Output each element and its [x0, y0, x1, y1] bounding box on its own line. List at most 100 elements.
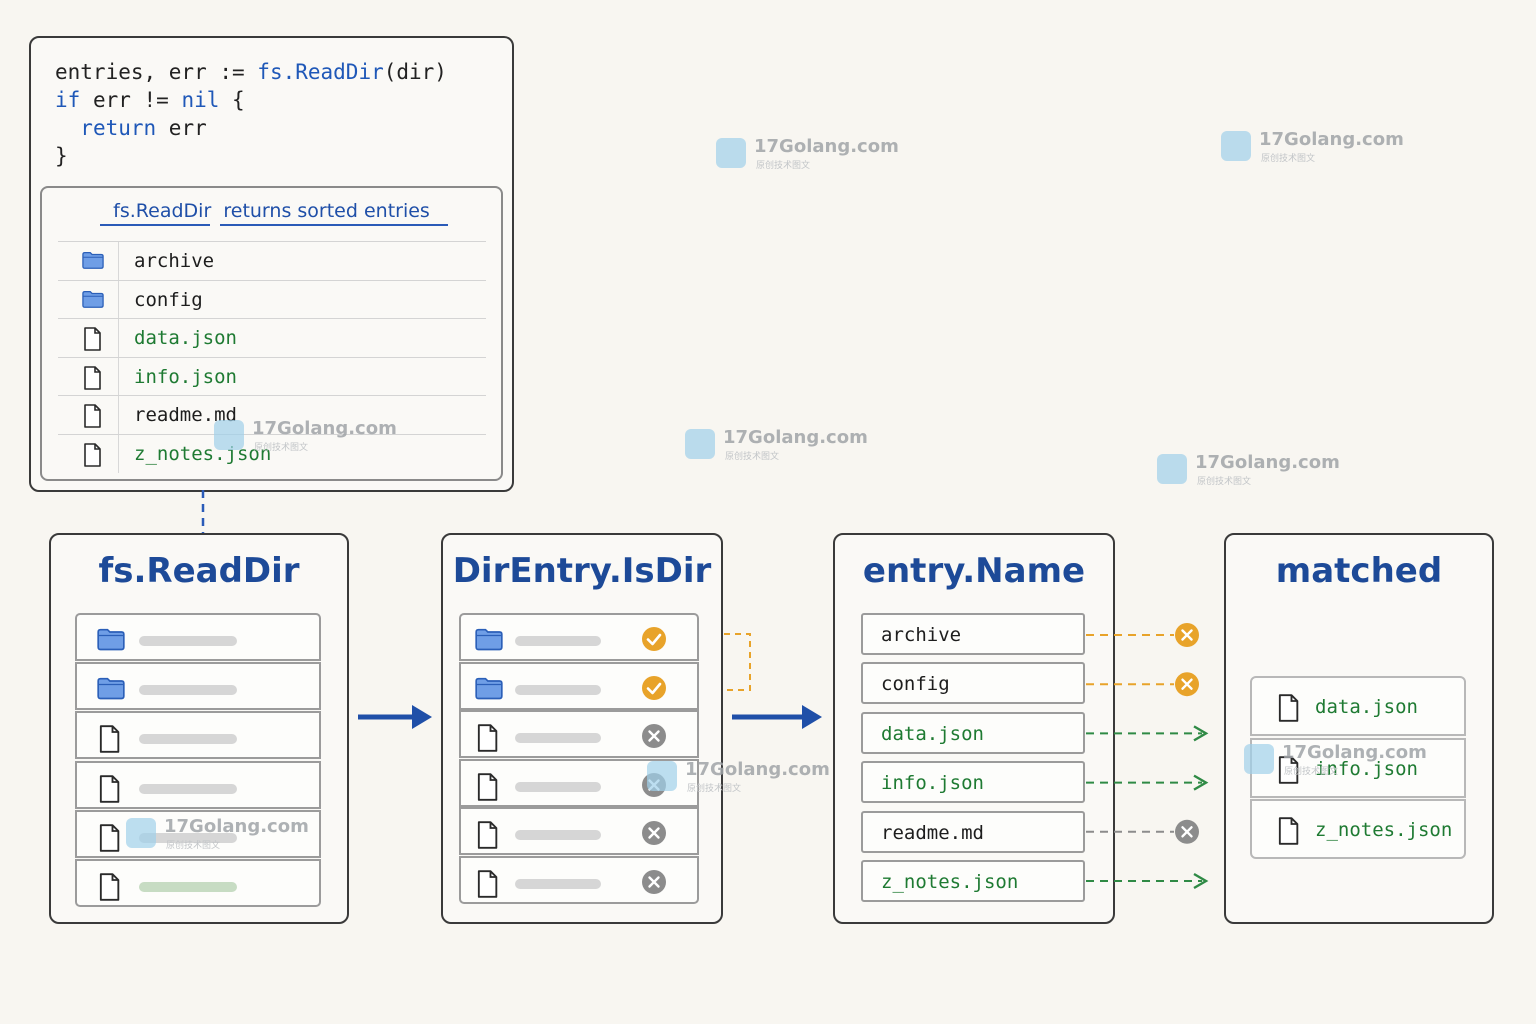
code-token: } — [55, 144, 68, 168]
code-token: nil — [181, 88, 220, 112]
watermark-text: 17Golang.com — [754, 136, 899, 157]
code-token: (dir) — [383, 60, 447, 84]
file-icon — [97, 873, 125, 901]
name-cell: info.json — [861, 761, 1085, 804]
panel-title: DirEntry.IsDir — [452, 551, 712, 591]
list-item-name: config — [134, 288, 203, 311]
file-icon — [97, 725, 125, 754]
placeholder-bar — [139, 882, 237, 892]
watermark-logo-icon — [214, 420, 244, 450]
panel-title: fs.ReadDir — [98, 551, 300, 591]
placeholder-bar — [515, 733, 601, 744]
entry-cell — [459, 856, 699, 904]
folder-icon — [475, 627, 503, 651]
list-item-name: archive — [134, 250, 215, 272]
list-item-name: readme.md — [134, 404, 237, 427]
file-icon — [1276, 817, 1300, 845]
name-cell: z_notes.json — [861, 860, 1085, 902]
entry-cell — [459, 710, 699, 759]
placeholder-bar — [139, 783, 237, 794]
matched-cell: z_notes.json — [1250, 799, 1466, 859]
folder-bracket — [724, 633, 751, 691]
watermark-text: 17Golang.com — [723, 427, 868, 448]
column-divider — [118, 242, 119, 280]
entry-cell — [75, 711, 321, 760]
match-connectors — [1086, 623, 1209, 890]
file-icon — [475, 773, 503, 801]
watermark-logo-icon — [716, 138, 746, 168]
watermark-text: 17Golang.com — [1282, 742, 1427, 763]
match-arrow — [1086, 872, 1209, 890]
placeholder-bar — [515, 879, 601, 889]
code-token: { — [219, 88, 245, 112]
matched-cell-text: z_notes.json — [1315, 819, 1453, 841]
code-token: err != — [80, 88, 182, 112]
watermark-logo-icon — [126, 818, 156, 848]
file-icon — [475, 821, 503, 850]
list-heading-text: returns sorted entries — [223, 200, 430, 222]
list-item: readme.md — [58, 395, 486, 435]
list-heading: fs.ReadDir returns sorted entries — [42, 200, 501, 226]
file-icon — [97, 824, 125, 852]
name-cell: archive — [861, 613, 1085, 655]
watermark-sub: 原创技术图文 — [254, 443, 309, 453]
watermark: 17Golang.com 原创技术图文 — [1244, 742, 1444, 782]
list-item: data.json — [58, 318, 486, 358]
watermark-logo-icon — [1157, 454, 1187, 484]
column-divider — [118, 396, 119, 435]
folder-icon — [475, 676, 503, 700]
code-panel: entries, err := fs.ReadDir(dir) if err !… — [29, 36, 514, 492]
folder-icon — [97, 676, 125, 700]
name-cell-text: data.json — [881, 722, 984, 745]
panel-readdir: fs.ReadDir — [49, 533, 349, 924]
placeholder-bar — [515, 830, 601, 841]
matched-cell-text: info.json — [1315, 757, 1418, 780]
entry-cell — [459, 613, 699, 661]
arrow-right — [732, 705, 822, 729]
code-token: return — [80, 116, 157, 140]
watermark-logo-icon — [1244, 744, 1274, 774]
code-token: err — [156, 116, 207, 140]
column-divider — [118, 319, 119, 358]
check-icon — [641, 626, 667, 652]
connector-dashed — [201, 490, 205, 534]
arrow-right — [358, 705, 432, 729]
file-icon — [82, 365, 104, 390]
matched-cell: data.json — [1250, 676, 1466, 736]
list-item-name: info.json — [134, 365, 237, 388]
code-block: entries, err := fs.ReadDir(dir) if err !… — [55, 58, 447, 170]
match-arrow — [1086, 725, 1209, 742]
placeholder-bar — [515, 684, 601, 695]
name-cell-text: z_notes.json — [881, 871, 1019, 893]
watermark-sub: 原创技术图文 — [687, 784, 742, 794]
entry-cell — [459, 661, 699, 710]
placeholder-bar — [515, 636, 601, 646]
column-divider — [118, 280, 119, 319]
entry-cell — [75, 760, 321, 809]
code-token: if — [55, 88, 81, 112]
file-icon — [475, 724, 503, 752]
file-icon — [97, 774, 125, 803]
check-icon — [641, 675, 667, 701]
entry-cell — [75, 662, 321, 711]
folder-icon — [82, 250, 104, 272]
placeholder-bar — [139, 734, 237, 745]
code-token: entries, err := — [55, 60, 258, 84]
matched-cell: info.json — [1250, 737, 1466, 798]
reject-connector — [1086, 623, 1199, 647]
cross-icon — [641, 869, 667, 895]
entry-cell — [75, 613, 321, 661]
placeholder-bar — [515, 781, 601, 792]
file-icon — [82, 327, 104, 351]
watermark-text: 17Golang.com — [164, 816, 309, 837]
watermark-sub: 原创技术图文 — [1261, 154, 1316, 164]
watermark-text: 17Golang.com — [1195, 452, 1340, 473]
watermark-sub: 原创技术图文 — [1284, 767, 1339, 777]
panel-title: matched — [1275, 551, 1443, 591]
